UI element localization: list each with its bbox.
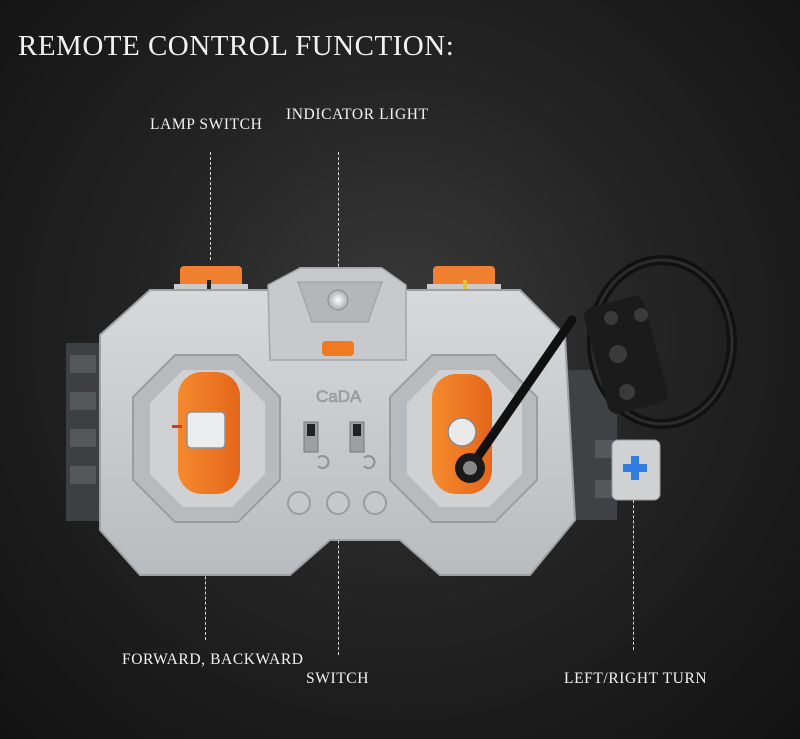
leader-lamp-switch [210, 152, 211, 260]
brand-mark: CaDA [316, 387, 362, 406]
bottom-round-buttons [287, 491, 387, 515]
blue-cross-pin-icon [623, 456, 647, 480]
power-switches [303, 421, 376, 470]
steering-wheel [455, 255, 737, 483]
indicator-light [297, 281, 383, 323]
label-forward-backward: FORWARD, BACKWARD [122, 651, 304, 668]
leader-indicator-light [338, 152, 339, 292]
leader-left-right-turn [633, 490, 634, 650]
leader-switch [338, 515, 339, 655]
label-switch: SWITCH [306, 670, 370, 687]
label-lamp-switch: LAMP SWITCH [150, 116, 263, 133]
center-orange-button [322, 341, 354, 356]
label-indicator-light: INDICATOR LIGHT [286, 106, 429, 123]
label-left-right-turn: LEFT/RIGHT TURN [564, 670, 708, 687]
page-title: REMOTE CONTROL FUNCTION: [18, 30, 455, 62]
